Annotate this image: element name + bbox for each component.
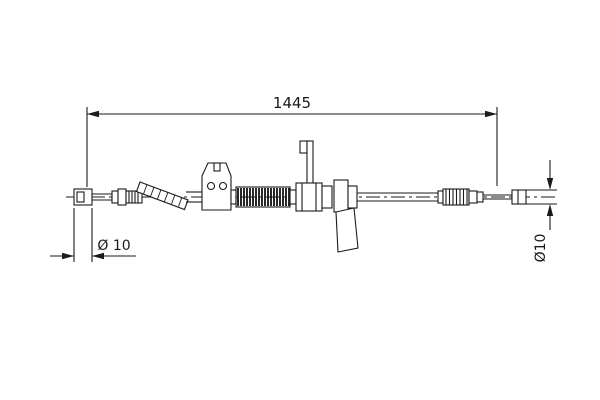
arrowhead-left bbox=[87, 110, 99, 118]
left-fitting-eye bbox=[76, 191, 85, 203]
end-fitting-body bbox=[511, 189, 527, 205]
right-dia-arrow-down-pointing bbox=[546, 178, 554, 190]
overall-length-label: 1445 bbox=[273, 94, 311, 112]
grommet-hatch-lines bbox=[143, 184, 183, 207]
collar-left bbox=[230, 189, 237, 205]
left-diameter-label: Ø 10 bbox=[97, 238, 130, 254]
adjuster-ribs bbox=[128, 191, 139, 203]
collar-right bbox=[289, 189, 297, 205]
housing-body bbox=[295, 182, 323, 212]
right-diameter-label: Ø10 bbox=[533, 234, 549, 263]
bracket2-collar bbox=[347, 185, 358, 209]
spring-coils bbox=[445, 189, 468, 205]
vertical-stem bbox=[306, 140, 314, 187]
bellows-sleeve bbox=[235, 186, 291, 208]
bracket-hole-right bbox=[218, 181, 228, 191]
center-housing bbox=[295, 140, 333, 212]
bracket2-angled-plate bbox=[335, 207, 359, 253]
stem-top-hook bbox=[299, 140, 308, 154]
grommet-outline bbox=[135, 181, 189, 211]
conduit-left bbox=[186, 191, 202, 203]
overall-length-dimension: 1445 bbox=[86, 94, 498, 187]
right-dia-arrow-up-pointing bbox=[546, 204, 554, 216]
right-spring-adjuster bbox=[437, 188, 484, 206]
spring-stop bbox=[437, 190, 444, 204]
right-cable-run bbox=[357, 192, 438, 202]
right-end-fitting bbox=[483, 189, 527, 205]
adjuster-nut bbox=[117, 188, 127, 206]
adjuster-stop bbox=[111, 190, 119, 204]
cable-assembly bbox=[73, 140, 527, 253]
arrowhead-right bbox=[485, 110, 497, 118]
left-end-fitting bbox=[73, 188, 93, 206]
left-adjuster bbox=[111, 188, 143, 206]
bracket2-clamp bbox=[333, 179, 349, 213]
left-cable-rod bbox=[92, 193, 112, 201]
bracket-hole-left bbox=[206, 181, 216, 191]
spring-end-cap bbox=[468, 190, 478, 204]
bracket-top-slot bbox=[213, 162, 221, 172]
bracket-plate bbox=[201, 162, 232, 211]
left-dia-arrow-left-pointing bbox=[92, 252, 104, 260]
angled-grommet bbox=[135, 181, 189, 211]
left-diameter-dimension: Ø 10 bbox=[50, 208, 136, 262]
left-fitting-body bbox=[73, 188, 93, 206]
left-dia-arrow-right-pointing bbox=[62, 252, 74, 260]
right-diameter-dimension: Ø10 bbox=[516, 160, 557, 262]
bellows-corrugations bbox=[237, 188, 290, 206]
housing-collar bbox=[321, 185, 333, 209]
spring-ferrule bbox=[476, 191, 484, 203]
mounting-bracket-left bbox=[201, 162, 232, 211]
mounting-bracket-right bbox=[333, 179, 359, 253]
